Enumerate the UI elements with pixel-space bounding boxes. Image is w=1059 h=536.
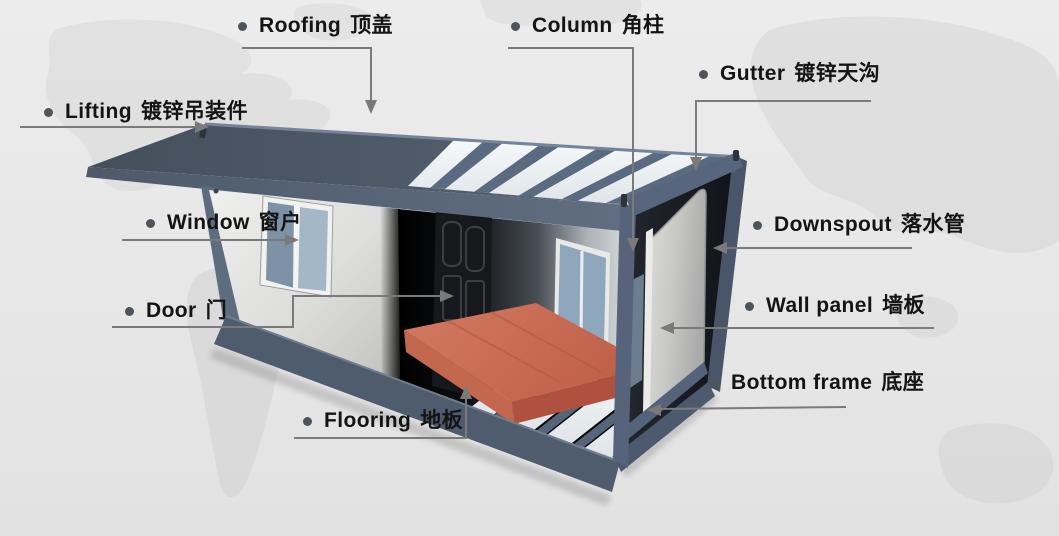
leader-bottomframe: [658, 406, 847, 410]
world-map: [45, 0, 1059, 504]
bullet-icon: [44, 107, 53, 117]
end-top-rail: [626, 152, 743, 216]
label-flooring: Flooring 地板: [303, 408, 463, 434]
label-flooring-en: Flooring: [324, 409, 412, 432]
container-shadow-end: [620, 392, 718, 478]
wall-rivet: [213, 188, 219, 194]
end-glass-sliver: [630, 274, 644, 388]
bullet-icon: [745, 301, 754, 311]
lifting-lug: [621, 194, 627, 207]
arrowhead-bottomframe: [647, 404, 661, 416]
label-column-zh: 角柱: [621, 14, 665, 37]
label-lifting-en: Lifting: [65, 100, 132, 123]
label-lifting-zh: 镀锌吊装件: [140, 100, 248, 123]
corner-post-back: [707, 155, 747, 392]
map-north-america: [45, 19, 331, 192]
label-wallpanel-zh: 墙板: [882, 294, 925, 317]
label-column-en: Column: [532, 14, 613, 37]
label-roofing-zh: 顶盖: [350, 14, 393, 37]
end-mid-rail: [616, 362, 708, 446]
map-asia: [751, 16, 1059, 253]
container-render: [86, 122, 747, 506]
map-greenland: [293, 3, 372, 41]
window-mullion: [293, 205, 300, 289]
label-gutter-en: Gutter: [720, 62, 786, 85]
flooring-plank-line: [447, 320, 561, 383]
flooring-side-face: [404, 330, 514, 424]
window-glass-right: [297, 207, 328, 291]
roof-purlin: [606, 155, 732, 204]
roof-purlin: [518, 148, 618, 197]
arrowhead-wallpanel: [660, 322, 674, 334]
bullet-icon: [753, 220, 762, 230]
label-column: Column 角柱: [511, 13, 664, 39]
label-downspout-en: Downspout: [774, 213, 892, 236]
roof-purlin: [430, 141, 504, 189]
leader-roofing: [242, 47, 372, 102]
gutter-edge: [204, 122, 741, 159]
roof-purlin: [474, 144, 560, 193]
label-bottomframe-zh: 底座: [881, 371, 925, 394]
arrowhead-lifting: [195, 121, 209, 133]
label-wallpanel-en: Wall panel: [766, 294, 874, 317]
front-wall-shadow: [380, 207, 400, 381]
arrowhead-gutter: [690, 157, 702, 171]
label-flooring-zh: 地板: [420, 409, 463, 432]
label-lifting: Lifting 镀锌吊装件: [44, 99, 248, 125]
lifting-lug: [733, 150, 739, 161]
arrowhead-column: [627, 238, 639, 252]
downspout-pipe: [643, 228, 653, 416]
leader-door: [112, 295, 442, 328]
label-window-zh: 窗户: [258, 211, 302, 234]
flooring-plank-line: [490, 311, 604, 374]
label-door: Door 门: [125, 298, 227, 324]
bullet-icon: [125, 306, 134, 316]
window-glass-left: [266, 202, 295, 288]
window: [259, 195, 334, 298]
end-frame: [613, 152, 747, 472]
corner-post-front: [613, 203, 636, 468]
label-roofing: Roofing 顶盖: [238, 13, 393, 39]
label-door-zh: 门: [205, 299, 227, 322]
label-door-en: Door: [146, 299, 197, 322]
container-shadow: [210, 348, 612, 506]
arrowhead-flooring: [460, 385, 472, 399]
label-roofing-en: Roofing: [259, 14, 342, 37]
bullet-icon: [710, 378, 719, 388]
arrowhead-roofing: [365, 100, 377, 114]
interior-window-mullion: [579, 250, 584, 338]
label-bottomframe: Bottom frame 底座: [710, 370, 924, 396]
roof-purlin: [562, 152, 674, 201]
label-downspout-zh: 落水管: [900, 213, 966, 236]
bullet-icon: [699, 69, 708, 79]
flooring-top: [404, 303, 652, 402]
arrowhead-door: [440, 290, 454, 302]
leader-flooring: [294, 397, 467, 439]
label-window-en: Window: [167, 211, 250, 234]
leader-gutter: [695, 100, 871, 159]
end-bottom-rail: [614, 382, 715, 472]
label-bottomframe-en: Bottom frame: [731, 371, 873, 394]
bottom-rail-highlight: [225, 315, 621, 463]
label-wallpanel: Wall panel 墙板: [745, 293, 925, 319]
leader-arrowheads: [195, 100, 727, 416]
label-window: Window 窗户: [146, 210, 302, 236]
label-gutter: Gutter 镀锌天沟: [699, 61, 880, 87]
leader-lines: [20, 47, 934, 439]
top-rail: [86, 167, 628, 231]
label-gutter-zh: 镀锌天沟: [794, 62, 881, 85]
corner-column-left: [201, 186, 243, 329]
arrowhead-window: [285, 234, 299, 246]
bullet-icon: [303, 416, 312, 426]
bullet-icon: [511, 21, 520, 31]
leader-column: [508, 47, 634, 240]
arrowhead-downspout: [713, 242, 727, 254]
map-europe: [480, 0, 642, 28]
map-australia: [938, 423, 1054, 504]
bullet-icon: [146, 218, 155, 228]
bullet-icon: [238, 21, 247, 31]
label-downspout: Downspout 落水管: [753, 212, 965, 238]
bottom-rail: [214, 316, 620, 492]
